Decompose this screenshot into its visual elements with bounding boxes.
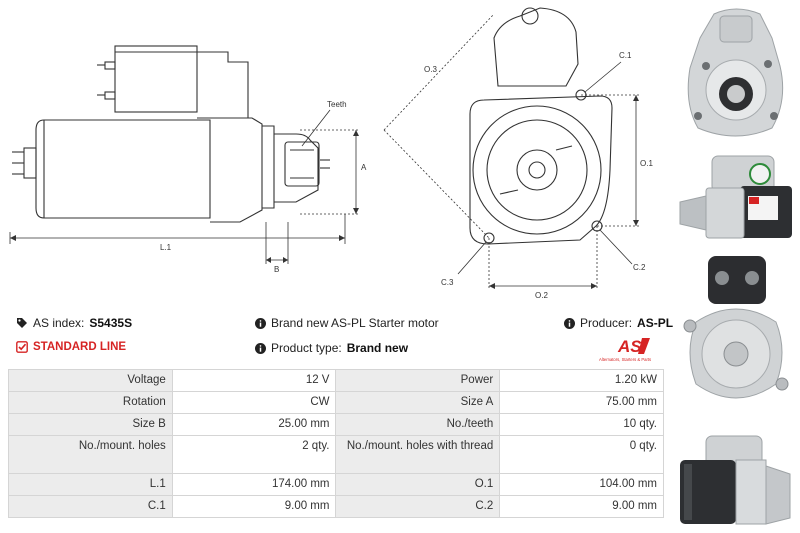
standard-line-label: STANDARD LINE [33, 341, 127, 353]
dim-o2-label: O.2 [535, 291, 548, 300]
product-photo-rear[interactable] [676, 252, 796, 424]
spec-value: 104.00 mm [499, 473, 664, 496]
technical-drawing: Teeth A L.1 B O.3 [9, 7, 653, 300]
dim-l1-label: L.1 [160, 243, 172, 252]
producer-label: Producer: [580, 316, 633, 330]
logo-text: AS [617, 337, 642, 356]
checkbox-checked-icon [16, 341, 28, 353]
standard-line-row: STANDARD LINE [16, 341, 126, 353]
spec-label: Rotation [8, 391, 173, 414]
producer-row: Producer: AS-PL [563, 316, 673, 330]
logo-tagline: Alternators, Starters & Parts [599, 357, 651, 362]
as-index-value[interactable]: S5435S [89, 316, 133, 330]
spec-value: 75.00 mm [499, 391, 664, 414]
spec-value: 9.00 mm [171, 495, 337, 518]
product-type-label: Product type: [271, 341, 342, 355]
spec-label: No./teeth [335, 413, 501, 436]
spec-label: No./mount. holes [8, 435, 173, 474]
dim-o3-label: O.3 [424, 65, 437, 74]
spec-label: Power [335, 369, 501, 392]
dim-c2-label: C.2 [633, 263, 646, 272]
spec-value: 1.20 kW [499, 369, 664, 392]
motor-body-outline [35, 119, 211, 219]
spec-value: 174.00 mm [171, 473, 337, 496]
info-icon [254, 317, 266, 329]
tags-icon [16, 317, 28, 329]
spec-label: L.1 [8, 473, 173, 496]
info-icon [563, 317, 575, 329]
spec-value: 25.00 mm [171, 413, 337, 436]
spec-value: 2 qty. [171, 435, 337, 474]
dim-a-label: A [361, 163, 367, 172]
spec-value: CW [171, 391, 337, 414]
product-photos [672, 0, 800, 533]
product-photo-angle[interactable] [676, 430, 796, 530]
spec-value: 9.00 mm [499, 495, 664, 518]
brand-text: Brand new AS-PL Starter motor [271, 316, 439, 330]
info-icon [254, 342, 266, 354]
spec-label: No./mount. holes with thread [335, 435, 501, 474]
spec-label: Size B [8, 413, 173, 436]
dim-c1-label: C.1 [619, 51, 632, 60]
brand-row: Brand new AS-PL Starter motor [254, 316, 439, 330]
as-index-label: AS index: [33, 316, 85, 330]
spec-label: Size A [335, 391, 501, 414]
spec-label: C.1 [8, 495, 173, 518]
as-pl-logo: AS Alternators, Starters & Parts [599, 337, 651, 362]
teeth-label: Teeth [327, 100, 347, 109]
spec-value: 10 qty. [499, 413, 664, 436]
dim-b-label: B [274, 265, 279, 274]
product-type-value: Brand new [346, 341, 409, 355]
product-photo-side[interactable] [676, 152, 796, 246]
spec-label: O.1 [335, 473, 501, 496]
solenoid-outline [114, 45, 198, 113]
dim-c3-label: C.3 [441, 278, 454, 287]
spec-value: 0 qty. [499, 435, 664, 474]
producer-value: AS-PL [637, 316, 674, 330]
product-info: AS index: S5435S Brand new AS-PL Starter… [0, 310, 673, 365]
spec-value: 12 V [171, 369, 337, 392]
product-photo-front[interactable] [676, 4, 796, 146]
spec-label: C.2 [335, 495, 501, 518]
front-solenoid-outline [493, 7, 579, 87]
product-type-row: Product type: Brand new [254, 341, 408, 355]
spec-label: Voltage [8, 369, 173, 392]
flange-outline [469, 95, 613, 245]
as-index-row: AS index: S5435S [16, 316, 132, 330]
dim-o1-label: O.1 [640, 159, 653, 168]
pinion-gear-outline [284, 141, 320, 187]
